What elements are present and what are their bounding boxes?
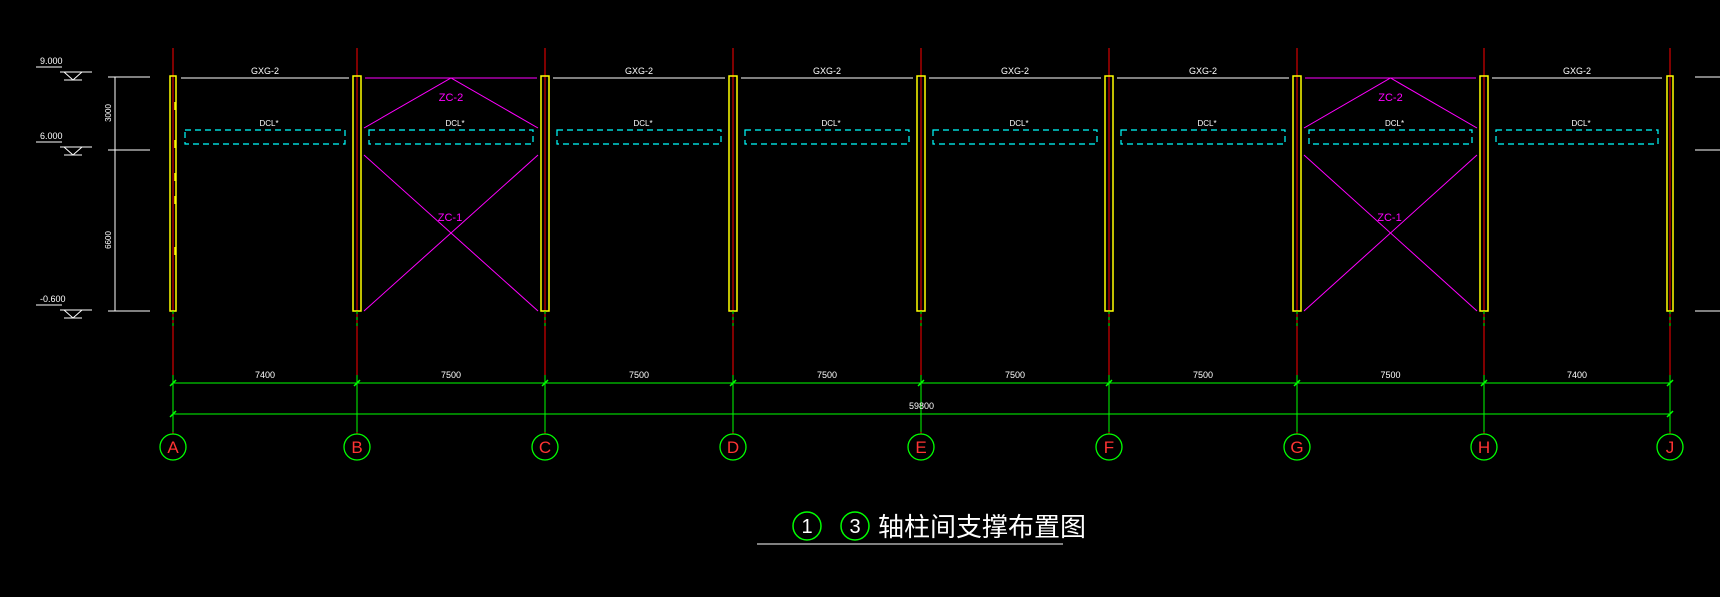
dcl-beam: [368, 129, 534, 145]
dcl-label: DCL*: [633, 119, 652, 128]
level-marker: -0.600: [36, 294, 92, 319]
bay-dim-text: 7500: [441, 370, 461, 380]
dcl-label: DCL*: [1571, 119, 1590, 128]
upper-brace-label: ZC-2: [1378, 92, 1402, 104]
level-label: -0.600: [40, 294, 66, 304]
title-circle-1-text: 1: [801, 516, 812, 538]
axis-bubble-label: G: [1290, 438, 1303, 457]
dcl-beam: [744, 129, 910, 145]
lower-brace-diagonal: [1303, 154, 1478, 312]
bay-dim-text: 7400: [255, 370, 275, 380]
bay-dim-text: 7400: [1567, 370, 1587, 380]
dcl-beam: [932, 129, 1098, 145]
dim-tick: [541, 379, 549, 387]
axis-bubble: [907, 433, 935, 461]
axis-bubble-label: D: [727, 438, 739, 457]
axis-bubble: [343, 433, 371, 461]
title-text: 轴柱间支撑布置图: [878, 512, 1086, 542]
bay-dim-text: 7500: [817, 370, 837, 380]
axis-bubble-label: H: [1478, 438, 1490, 457]
axis-bubble-label: E: [915, 438, 926, 457]
vertical-dim-text: 3000: [104, 104, 113, 122]
dcl-label: DCL*: [259, 119, 278, 128]
level-label: 9.000: [40, 56, 63, 66]
axis-bubble: [1656, 433, 1684, 461]
level-label: 6.000: [40, 131, 63, 141]
axis-bubble: [159, 433, 187, 461]
top-beam-label: GXG-2: [625, 66, 653, 76]
dim-tick: [1293, 379, 1301, 387]
bay-dim-text: 7500: [1193, 370, 1213, 380]
level-triangle-icon: [63, 146, 83, 156]
top-beam-label: GXG-2: [813, 66, 841, 76]
dim-tick: [1666, 379, 1674, 387]
level-marker: 9.000: [36, 56, 92, 81]
axis-bubble: [1283, 433, 1311, 461]
dcl-beam: [184, 129, 346, 145]
top-beam-label: GXG-2: [251, 66, 279, 76]
bay-dim-text: 7500: [1380, 370, 1400, 380]
upper-brace-label: ZC-2: [439, 92, 463, 104]
axis-lines: [172, 48, 1671, 434]
title-circle-1: [792, 511, 822, 541]
dcl-label: DCL*: [445, 119, 464, 128]
dim-tick: [729, 379, 737, 387]
dim-tick: [353, 379, 361, 387]
total-dim-text: 59800: [909, 401, 934, 411]
dim-tick: [1105, 379, 1113, 387]
axis-bubble-label: B: [351, 438, 362, 457]
lower-brace-label: ZC-1: [438, 212, 462, 224]
drawing-title: 1 3 轴柱间支撑布置图: [757, 511, 1086, 545]
bay-dim-text: 7500: [1005, 370, 1025, 380]
title-circle-2: [840, 511, 870, 541]
axis-bubble-label: J: [1666, 438, 1675, 457]
title-circle-2-text: 3: [849, 516, 860, 538]
bay-dim-text: 7500: [629, 370, 649, 380]
vertical-dim-text: 6600: [104, 231, 113, 249]
dcl-label: DCL*: [1009, 119, 1028, 128]
bracing: ZC-2ZC-1 ZC-2ZC-1: [363, 77, 1478, 312]
vertical-dimensions: 3000 6600: [104, 76, 1720, 312]
dim-tick: [169, 379, 177, 387]
axis-bubble-label: A: [167, 438, 179, 457]
level-triangle-icon: [63, 71, 83, 81]
dim-tick: [1666, 410, 1674, 418]
level-markers: 9.000 6.000 -0.600: [36, 56, 92, 319]
axis-bubble: [531, 433, 559, 461]
dcl-label: DCL*: [821, 119, 840, 128]
dcl-beam: [1308, 129, 1473, 145]
axis-bubble: [1095, 433, 1123, 461]
axis-bubble: [719, 433, 747, 461]
top-beam-label: GXG-2: [1189, 66, 1217, 76]
level-marker: 6.000: [36, 131, 92, 156]
top-beam-label: GXG-2: [1001, 66, 1029, 76]
lower-brace-label: ZC-1: [1377, 212, 1401, 224]
axis-bubble-label: C: [539, 438, 551, 457]
dcl-beam: [1120, 129, 1286, 145]
axis-bubble: [1470, 433, 1498, 461]
horizontal-dimensions: 7400 7500 7500 7500 7500 7500 7500 7400 59800: [169, 370, 1674, 432]
dcl-beam: [556, 129, 722, 145]
columns: [169, 75, 1674, 326]
dcl-label: DCL*: [1197, 119, 1216, 128]
level-triangle-icon: [63, 309, 83, 319]
dim-tick: [1480, 379, 1488, 387]
dim-tick: [169, 410, 177, 418]
upper-brace: [1303, 77, 1478, 129]
top-beam-label: GXG-2: [1563, 66, 1591, 76]
dcl-label: DCL*: [1385, 119, 1404, 128]
axis-bubble-label: F: [1104, 438, 1114, 457]
upper-brace: [363, 77, 539, 129]
lower-brace-diagonal: [363, 154, 539, 312]
dim-tick: [917, 379, 925, 387]
dcl-beam: [1495, 129, 1659, 145]
